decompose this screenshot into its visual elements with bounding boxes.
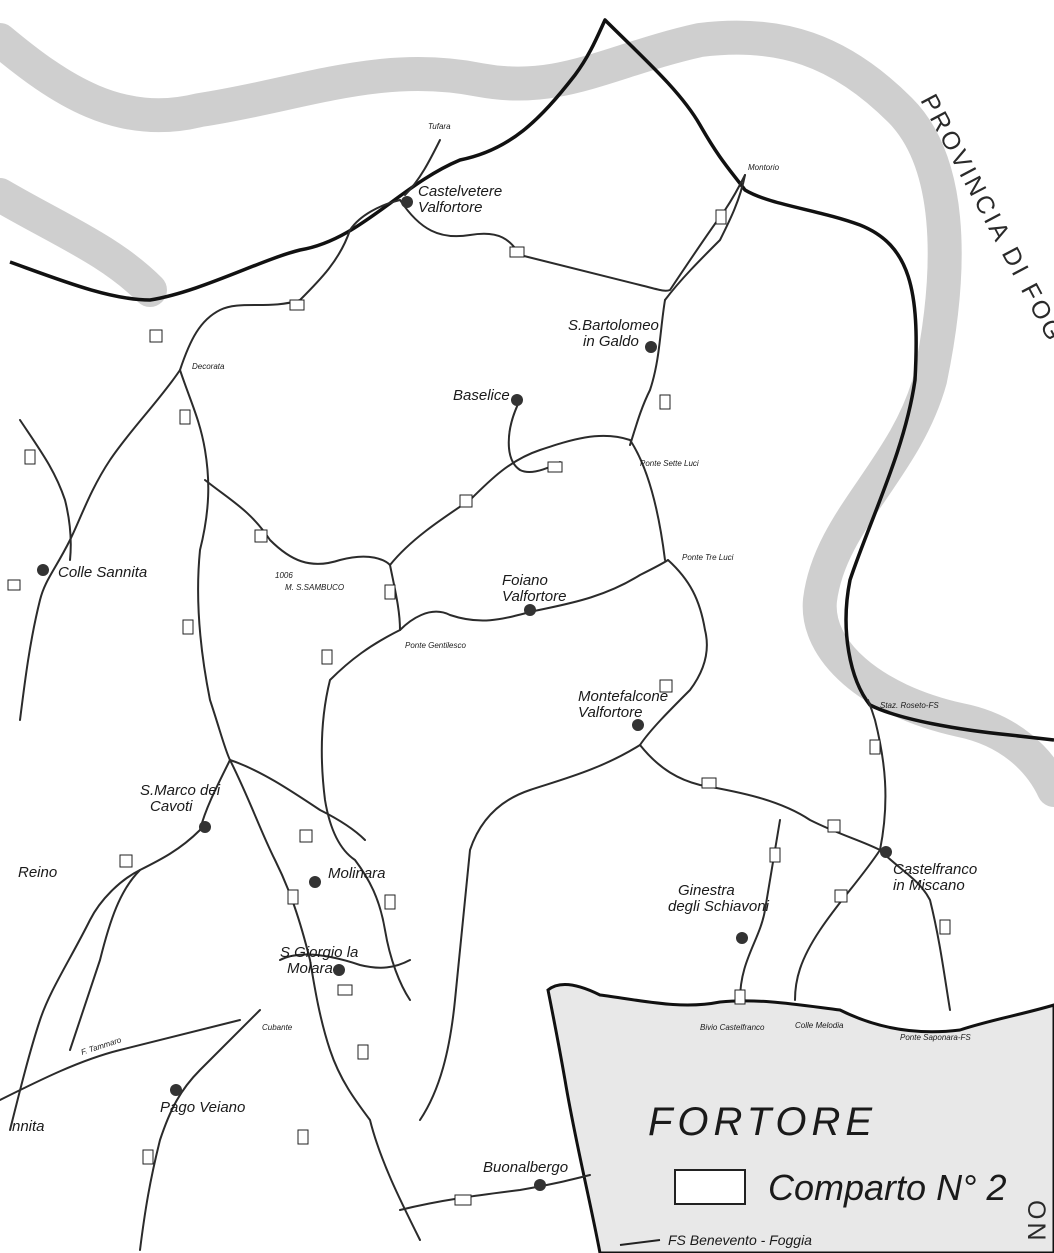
- label-ponte-saponara: Ponte Saponara-FS: [900, 1033, 971, 1042]
- town-sbartolomeo-2: in Galdo: [583, 333, 639, 350]
- town-castelvetere-2: Valfortore: [418, 199, 482, 216]
- town-smarco: S.Marco dei: [140, 782, 221, 799]
- river-fortore-north: [0, 20, 1054, 807]
- legend-rail: FS Benevento - Foggia: [668, 1232, 812, 1248]
- label-ponte-gentile: Ponte Gentilesco: [405, 641, 466, 650]
- town-pescolamazza: nnita: [12, 1118, 45, 1135]
- label-quota: 1006: [275, 571, 293, 580]
- province-label-bottom: ON: [1022, 1200, 1050, 1244]
- legend-title: FORTORE: [648, 1100, 877, 1144]
- label-colle-melodia: Colle Melodia: [795, 1021, 844, 1030]
- town-montefalcone: Montefalcone: [578, 688, 668, 705]
- town-foiano: Foiano: [502, 572, 548, 589]
- label-f-tammaro: F. Tammaro: [80, 1035, 123, 1057]
- town-buonalbergo: Buonalbergo: [483, 1159, 568, 1176]
- town-sgiorgio: S.Giorgio la: [280, 944, 358, 961]
- road-shields: [7, 209, 951, 1206]
- town-molinara: Molinara: [328, 865, 386, 882]
- label-montorio: Montorio: [748, 163, 780, 172]
- legend: FORTORE Comparto N° 2 FS Benevento - Fog…: [648, 1100, 1006, 1248]
- label-stazione-roseto: Staz. Roseto-FS: [880, 701, 939, 710]
- river-upper-left: [0, 178, 167, 307]
- town-reino: Reino: [18, 864, 57, 881]
- town-markers: [37, 196, 892, 1191]
- label-decorata: Decorata: [192, 362, 225, 371]
- road-network: [0, 139, 951, 1251]
- town-foiano-2: Valfortore: [502, 588, 566, 605]
- label-bivio-castelfranco: Bivio Castelfranco: [700, 1023, 765, 1032]
- town-labels: Castelvetere Valfortore S.Bartolomeo in …: [12, 183, 977, 1176]
- label-tufara: Tufara: [428, 122, 451, 131]
- town-montefalcone-2: Valfortore: [578, 704, 642, 721]
- legend-comparto: Comparto N° 2: [768, 1167, 1006, 1208]
- town-sbartolomeo: S.Bartolomeo: [568, 317, 659, 334]
- town-baselice: Baselice: [453, 387, 510, 404]
- town-castelvetere: Castelvetere: [418, 183, 502, 200]
- label-ponte-tre-luci: Ponte Tre Luci: [682, 553, 734, 562]
- town-smarco-2: Cavoti: [150, 798, 193, 815]
- province-border: [9, 18, 1054, 742]
- town-ginestra: Ginestra: [678, 882, 735, 899]
- label-mt-sambuco: M. S.SAMBUCO: [285, 583, 344, 592]
- label-cubante: Cubante: [262, 1023, 293, 1032]
- town-ginestra-2: degli Schiavoni: [668, 898, 770, 915]
- town-collesannita: Colle Sannita: [58, 564, 147, 581]
- town-pagoveiano: Pago Veiano: [160, 1099, 245, 1116]
- town-castelfranco: Castelfranco: [893, 861, 977, 878]
- town-castelfranco-2: in Miscano: [893, 877, 965, 894]
- town-sgiorgio-2: Molara: [287, 960, 333, 977]
- rail-line: [619, 1239, 661, 1246]
- legend-swatch: [674, 1169, 746, 1205]
- label-ponte-sette-luci: Ponte Sette Luci: [640, 459, 699, 468]
